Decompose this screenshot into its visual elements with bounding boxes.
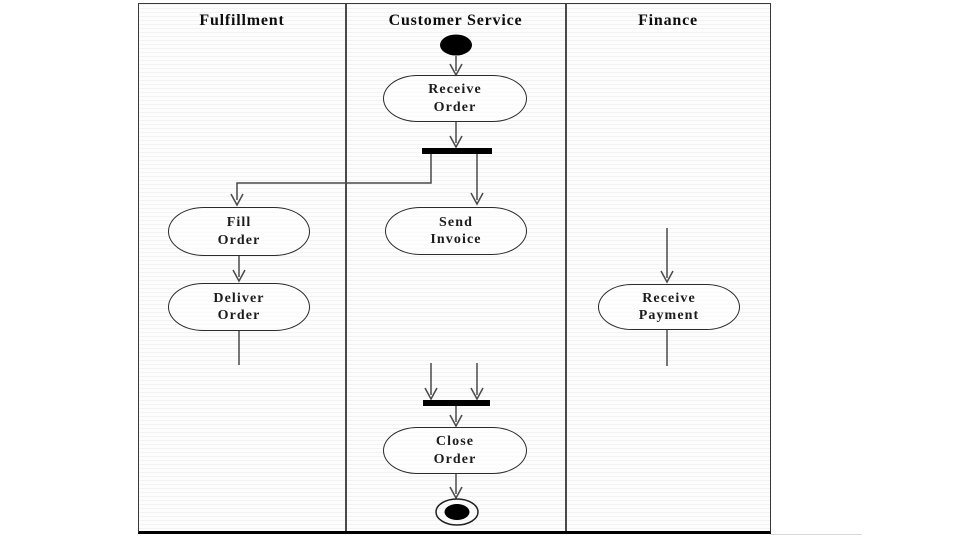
lane-title-fulfillment: Fulfillment [199, 12, 285, 29]
activity-label-line: Order [433, 451, 477, 467]
activity-label-line: Order [217, 308, 261, 323]
activity-label-line: Deliver [213, 290, 265, 306]
activity-label-line: Order [217, 232, 261, 248]
lane-divider-2 [565, 4, 567, 531]
activity-label-line: Receive [428, 82, 482, 98]
activity-label-line: Payment [638, 308, 700, 323]
activity-deliver-order: Deliver Order [168, 283, 310, 331]
lane-title-finance: Finance [638, 12, 698, 29]
lane-divider-1 [345, 4, 347, 531]
activity-label-line: Order [433, 99, 477, 115]
activity-receive-order: Receive Order [383, 75, 527, 122]
activity-label-line: Close [435, 434, 475, 450]
activity-close-order: Close Order [383, 427, 527, 474]
activity-fill-order: Fill Order [168, 207, 310, 256]
lane-title-customer-service: Customer Service [388, 12, 523, 29]
activity-receive-payment: Receive Payment [598, 284, 740, 330]
activity-label-line: Receive [642, 290, 696, 306]
activity-label-line: Send [439, 214, 473, 230]
scan-artifact-line [770, 534, 862, 535]
activity-label-line: Fill [226, 215, 252, 231]
activity-send-invoice: Send Invoice [385, 207, 527, 255]
activity-label-line: Invoice [430, 232, 482, 247]
